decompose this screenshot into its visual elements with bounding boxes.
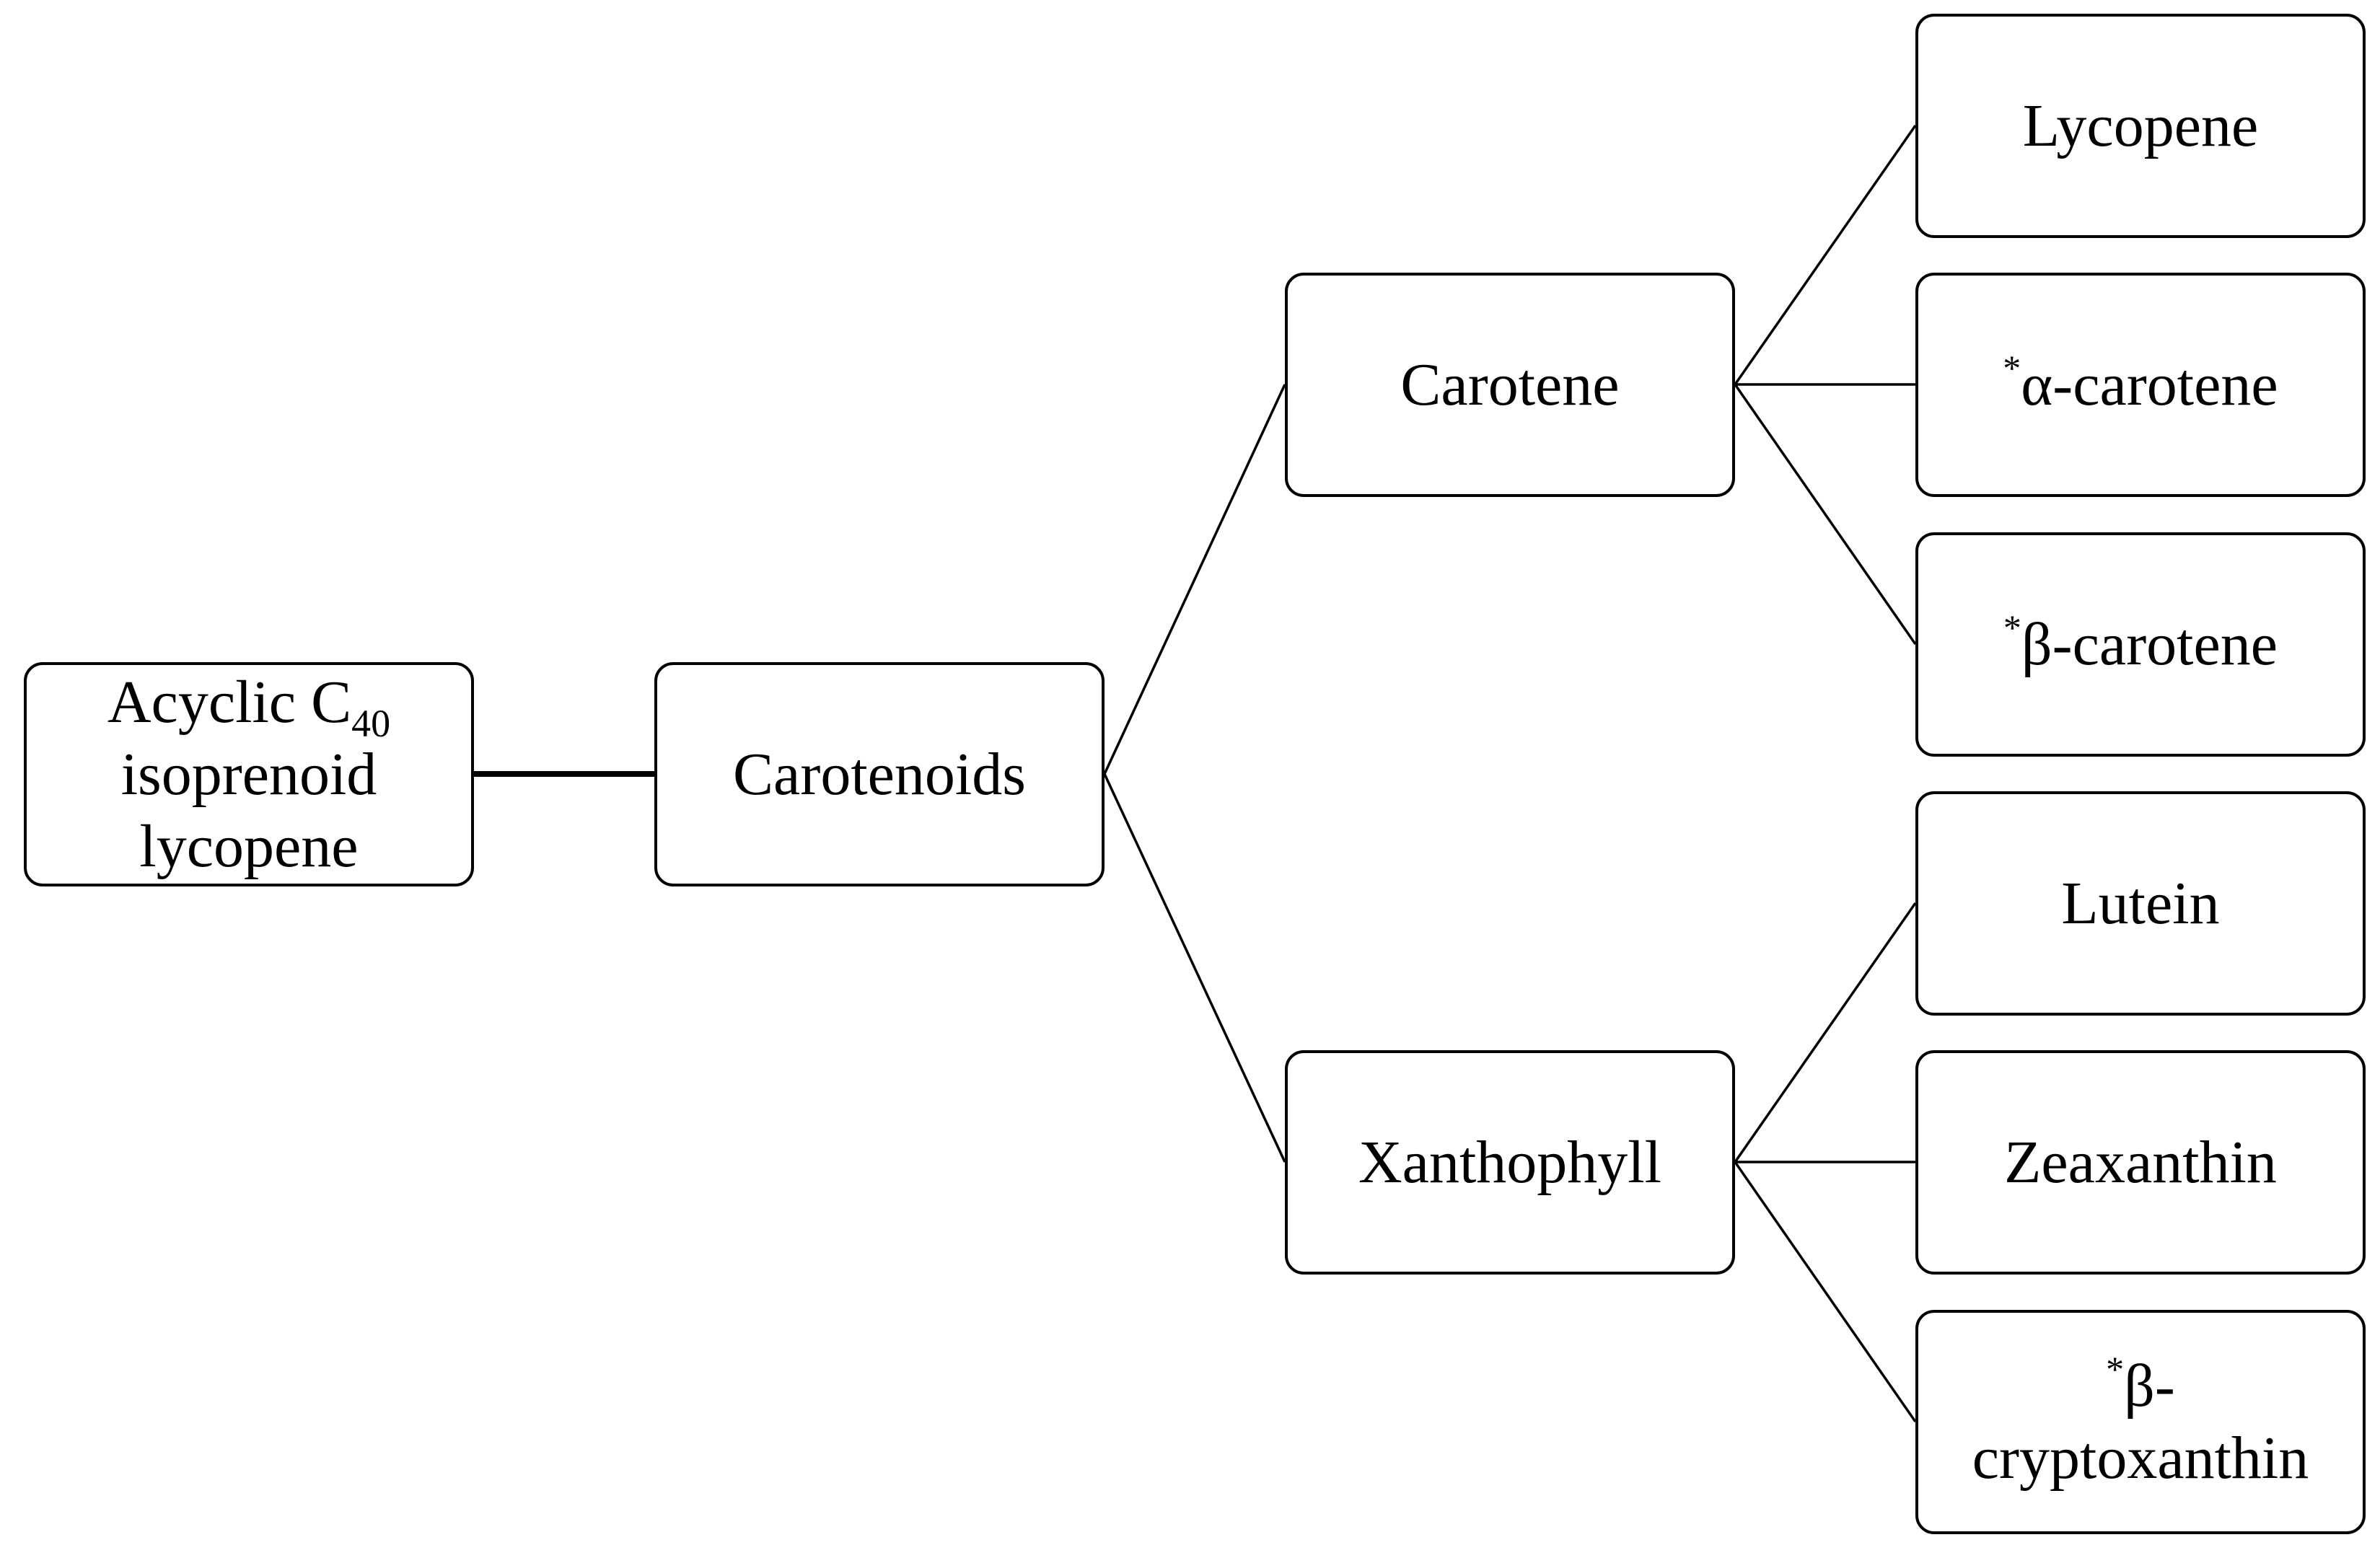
edge-carotene-beta-carotene [1734, 384, 1917, 645]
node-alpha-carotene-label: α-carotene [2021, 351, 2278, 418]
edge-xanthophyll-lutein [1734, 902, 1917, 1163]
node-acyclic-c40-isoprenoid-lycopene: Acyclic C40 isoprenoid lycopene [24, 662, 474, 886]
node-beta-cryptoxanthin-line1: β- [2124, 1352, 2175, 1420]
node-lutein: Lutein [1915, 791, 2366, 1016]
node-alpha-carotene-asterisk: * [2003, 347, 2021, 388]
edge-carotenoids-carotene [1103, 384, 1286, 775]
edge-xanthophyll-beta-cryptoxanthin [1734, 1161, 1917, 1422]
node-beta-cryptoxanthin-line2: cryptoxanthin [1972, 1424, 2309, 1492]
node-xanthophyll: Xanthophyll [1285, 1050, 1735, 1275]
node-carotenoids: Carotenoids [654, 662, 1105, 886]
node-beta-cryptoxanthin-asterisk: * [2106, 1348, 2125, 1389]
node-carotene: Carotene [1285, 273, 1735, 497]
node-beta-carotene: *β-carotene [1915, 532, 2366, 757]
node-zeaxanthin-label: Zeaxanthin [2004, 1128, 2277, 1196]
node-root-subscript: 40 [351, 701, 391, 745]
node-lutein-label: Lutein [2061, 869, 2220, 937]
node-lycopene: Lycopene [1915, 14, 2366, 238]
edge-carotenoids-xanthophyll [1103, 773, 1286, 1163]
node-zeaxanthin: Zeaxanthin [1915, 1050, 2366, 1275]
node-beta-carotene-asterisk: * [2003, 607, 2021, 648]
node-carotene-label: Carotene [1400, 351, 1620, 418]
node-lycopene-label: Lycopene [2022, 92, 2259, 159]
node-alpha-carotene: *α-carotene [1915, 273, 2366, 497]
node-xanthophyll-label: Xanthophyll [1358, 1128, 1661, 1196]
node-root-line1: Acyclic C [107, 668, 352, 736]
edge-carotene-lycopene [1734, 124, 1917, 386]
node-beta-cryptoxanthin: *β- cryptoxanthin [1915, 1310, 2366, 1534]
node-root-line2: isoprenoid [120, 740, 377, 808]
node-root-line3: lycopene [139, 812, 359, 880]
node-beta-carotene-label: β-carotene [2021, 610, 2278, 678]
node-carotenoids-label: Carotenoids [733, 740, 1026, 808]
